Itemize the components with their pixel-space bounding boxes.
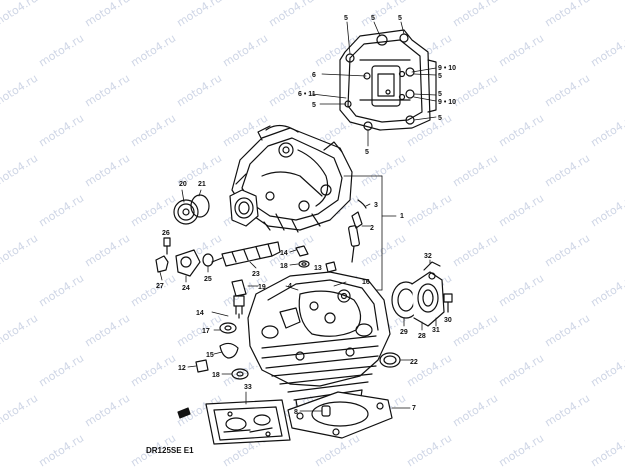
nuts-13-14-18 — [290, 246, 336, 272]
misc-leaders — [286, 282, 346, 290]
callout-20: 20 — [179, 181, 187, 188]
callout-5: 5 — [312, 102, 316, 109]
callout-27: 27 — [156, 283, 164, 290]
callout-6: 6 — [312, 72, 316, 79]
callout-5: 5 — [438, 91, 442, 98]
fasteners-24-27 — [156, 238, 213, 282]
cylinder-block — [248, 272, 390, 416]
callout-24: 24 — [182, 285, 190, 292]
callout-9-10: 9 • 10 — [438, 99, 456, 106]
gasket-set-33 — [178, 392, 290, 444]
callout-2: 2 — [370, 225, 374, 232]
callout-28: 28 — [418, 333, 426, 340]
spark-plug-19 — [232, 280, 258, 318]
callout-22: 22 — [410, 359, 418, 366]
assembly-bracket-1 — [344, 176, 396, 290]
callout-12: 12 — [178, 365, 186, 372]
callout-labels: 5 5 5 6 6 • 11 5 9 • 10 5 5 9 • 10 5 5 3… — [156, 15, 456, 416]
diagram-code-label: DR125SE E1 — [146, 446, 194, 455]
callout-18: 18 — [212, 372, 220, 379]
callout-14: 14 — [196, 310, 204, 317]
small-parts-12-18 — [188, 312, 248, 379]
callout-5: 5 — [438, 73, 442, 80]
callout-32: 32 — [424, 253, 432, 260]
dowel-pin-8 — [300, 406, 330, 416]
callout-16: 16 — [362, 279, 370, 286]
callout-25: 25 — [204, 276, 212, 283]
cylinder-head-cover — [340, 30, 436, 130]
callout-4: 4 — [288, 283, 292, 290]
callout-7: 7 — [412, 405, 416, 412]
callout-33: 33 — [244, 384, 252, 391]
callout-5: 5 — [371, 15, 375, 22]
callout-15: 15 — [206, 352, 214, 359]
callout-17: 17 — [202, 328, 210, 335]
callout-5: 5 — [438, 115, 442, 122]
callout-21: 21 — [198, 181, 206, 188]
plug-22 — [380, 353, 410, 367]
callout-6-11: 6 • 11 — [298, 91, 316, 98]
callout-18: 18 — [280, 263, 288, 270]
callout-1: 1 — [400, 213, 404, 220]
tensioner-23 — [212, 242, 280, 268]
callout-19: 19 — [258, 284, 266, 291]
callout-13: 13 — [314, 265, 322, 272]
callout-14: 14 — [280, 250, 288, 257]
cover-leaders — [312, 22, 436, 146]
callout-8: 8 — [294, 409, 298, 416]
valve-part — [348, 200, 370, 262]
cap-plug-20-21 — [174, 190, 209, 224]
callout-31: 31 — [432, 327, 440, 334]
callout-3: 3 — [374, 202, 378, 209]
callout-9-10: 9 • 10 — [438, 65, 456, 72]
callout-30: 30 — [444, 317, 452, 324]
callout-23: 23 — [252, 271, 260, 278]
callout-5: 5 — [365, 149, 369, 156]
intake-pipe-28-32 — [392, 260, 452, 330]
base-gasket-7 — [288, 392, 410, 438]
cylinder-head — [230, 125, 352, 232]
callout-29: 29 — [400, 329, 408, 336]
callout-5: 5 — [344, 15, 348, 22]
callout-26: 26 — [162, 230, 170, 237]
callout-5: 5 — [398, 15, 402, 22]
